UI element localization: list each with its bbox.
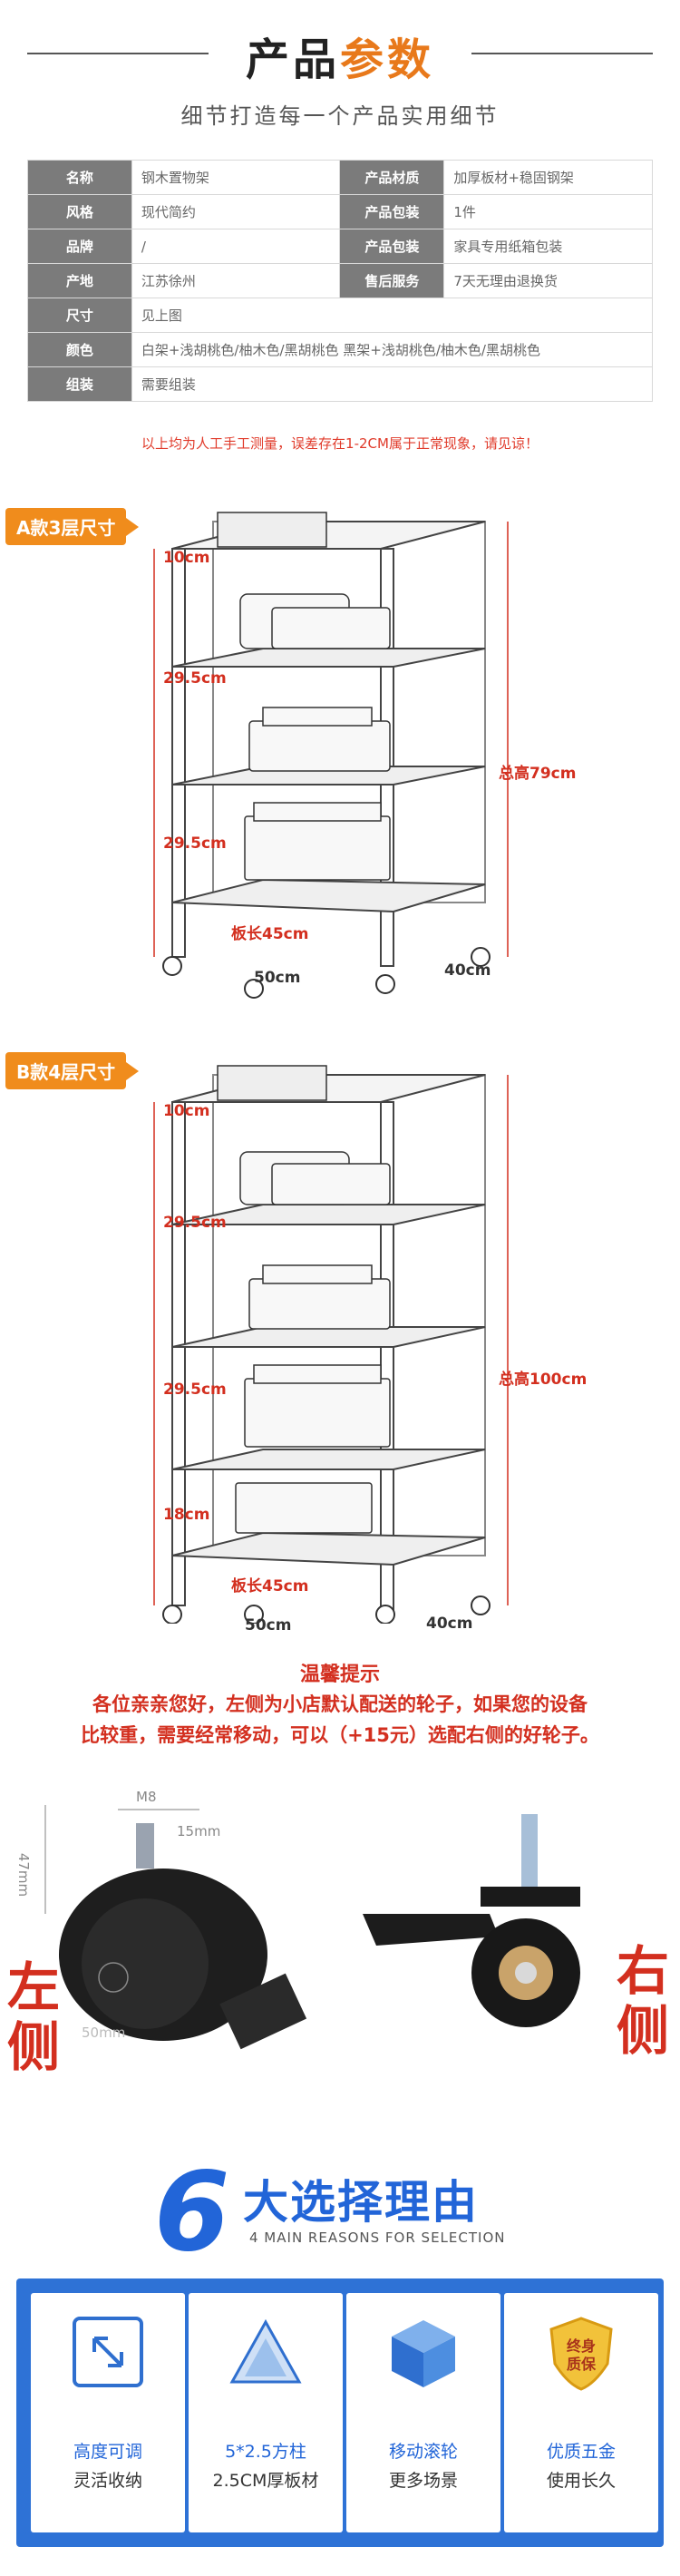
reason-line-1: 5*2.5方柱 bbox=[225, 2442, 306, 2462]
model-a-board-length: 板长45cm bbox=[231, 925, 309, 943]
spec-key: 名称 bbox=[27, 160, 132, 195]
reasons-panel: 高度可调 灵活收纳 5*2.5方柱 2.5CM厚板材 移动滚轮 更多场景 终身 bbox=[16, 2278, 664, 2547]
model-b-mid-gap-2: 29.5cm bbox=[163, 1381, 227, 1399]
reason-card: 终身 质保 优质五金 使用长久 bbox=[504, 2293, 658, 2532]
wheel-stem-length: 15mm bbox=[177, 1823, 221, 1839]
model-a-top-gap: 10cm bbox=[163, 549, 210, 567]
spec-value: 加厚板材+稳固钢架 bbox=[443, 160, 653, 195]
title-part-a: 产品 bbox=[245, 34, 340, 85]
title-part-b: 参数 bbox=[340, 34, 435, 85]
spec-key: 风格 bbox=[27, 194, 132, 229]
spec-value: 钢木置物架 bbox=[131, 160, 341, 195]
model-b-bottom-gap: 18cm bbox=[163, 1506, 210, 1524]
spec-key: 组装 bbox=[27, 366, 132, 402]
reason-line-1: 移动滚轮 bbox=[388, 2442, 458, 2462]
badge-text-1: 终身 bbox=[567, 2337, 596, 2355]
reasons-title: 大选择理由 bbox=[243, 2176, 479, 2229]
spec-key: 产品包装 bbox=[339, 194, 445, 229]
reason-line-2: 灵活收纳 bbox=[73, 2471, 142, 2491]
header-divider-left bbox=[27, 53, 209, 54]
tips-body: 各位亲亲您好，左侧为小店默认配送的轮子，如果您的设备 比较重，需要经常移动，可以… bbox=[18, 1689, 662, 1751]
wheel-height: 47mm bbox=[15, 1852, 33, 1898]
measurement-note: 以上均为人工手工测量，误差存在1-2CM属于正常现象，请见谅！ bbox=[141, 435, 539, 452]
model-a-shelf-diagram bbox=[153, 512, 509, 999]
model-b-tag: B款4层尺寸 bbox=[5, 1052, 140, 1089]
spec-key: 产品材质 bbox=[339, 160, 445, 195]
left-side-label: 左侧 bbox=[7, 1956, 61, 2078]
spec-value: 江苏徐州 bbox=[131, 263, 341, 298]
reason-line-2: 使用长久 bbox=[546, 2471, 616, 2491]
model-a-tag: A款3层尺寸 bbox=[5, 508, 140, 545]
badge-text-2: 质保 bbox=[567, 2356, 597, 2373]
spec-key: 颜色 bbox=[27, 332, 132, 367]
spec-value: 白架+浅胡桃色/柚木色/黑胡桃色 黑架+浅胡桃色/柚木色/黑胡桃色 bbox=[131, 332, 654, 367]
tips-line-1: 各位亲亲您好，左侧为小店默认配送的轮子，如果您的设备 bbox=[92, 1693, 588, 1715]
model-a-mid-gap-1: 29.5cm bbox=[163, 669, 227, 688]
model-b-total-height: 总高100cm bbox=[499, 1371, 588, 1389]
pyramid-icon bbox=[229, 2318, 302, 2384]
spec-key: 尺寸 bbox=[27, 298, 132, 333]
reason-line-1: 优质五金 bbox=[546, 2442, 616, 2462]
wheel-bolt-size: M8 bbox=[136, 1789, 157, 1805]
model-b-board-length: 板长45cm bbox=[231, 1577, 309, 1595]
spec-value: 需要组装 bbox=[131, 366, 654, 402]
shield-icon: 终身 质保 bbox=[549, 2317, 613, 2391]
reason-card: 高度可调 灵活收纳 bbox=[31, 2293, 185, 2532]
cube-icon bbox=[392, 2320, 455, 2387]
table-row: 组装 需要组装 bbox=[27, 366, 654, 402]
page-subtitle: 细节打造每一个产品实用细节 bbox=[180, 103, 500, 129]
reasons-number: 6 bbox=[154, 2150, 230, 2276]
page-title: 产品参数 bbox=[0, 24, 680, 87]
model-a-total-height: 总高79cm bbox=[499, 765, 577, 783]
model-a-mid-gap-2: 29.5cm bbox=[163, 834, 227, 853]
spec-table: 名称 钢木置物架 产品材质 加厚板材+稳固钢架 风格 现代简约 产品包装 1件 … bbox=[27, 160, 654, 402]
wheel-diameter: 50mm bbox=[82, 2025, 126, 2041]
model-a-width: 50cm bbox=[254, 969, 301, 987]
spec-value: 现代简约 bbox=[131, 194, 341, 229]
tips-line-2: 比较重，需要经常移动，可以（+15元）选配右侧的好轮子。 bbox=[81, 1724, 599, 1746]
spec-value: 见上图 bbox=[131, 298, 654, 333]
model-b-depth: 40cm bbox=[426, 1615, 473, 1633]
model-b-mid-gap-1: 29.5cm bbox=[163, 1214, 227, 1232]
adjust-icon bbox=[73, 2317, 143, 2387]
model-b-shelf-diagram bbox=[153, 1065, 509, 1624]
model-b-top-gap: 10cm bbox=[163, 1102, 210, 1120]
table-row: 尺寸 见上图 bbox=[27, 298, 654, 333]
table-row: 产地 江苏徐州 售后服务 7天无理由退换货 bbox=[27, 263, 653, 298]
left-wheel-image bbox=[44, 1805, 307, 2050]
spec-key: 产地 bbox=[27, 263, 132, 298]
spec-key: 品牌 bbox=[27, 229, 132, 264]
spec-value: 家具专用纸箱包装 bbox=[443, 229, 653, 264]
reasons-subtitle: 4 MAIN REASONS FOR SELECTION bbox=[249, 2230, 506, 2246]
table-row: 名称 钢木置物架 产品材质 加厚板材+稳固钢架 bbox=[27, 160, 653, 195]
header-divider-right bbox=[471, 53, 653, 54]
table-row: 颜色 白架+浅胡桃色/柚木色/黑胡桃色 黑架+浅胡桃色/柚木色/黑胡桃色 bbox=[27, 332, 654, 367]
tips-title: 温馨提示 bbox=[299, 1664, 380, 1686]
reason-line-1: 高度可调 bbox=[73, 2442, 142, 2462]
table-row: 品牌 / 产品包装 家具专用纸箱包装 bbox=[27, 229, 653, 264]
right-side-label: 右侧 bbox=[617, 1940, 670, 2062]
spec-value: / bbox=[131, 229, 341, 264]
reason-line-2: 2.5CM厚板材 bbox=[212, 2471, 319, 2491]
spec-value: 7天无理由退换货 bbox=[443, 263, 653, 298]
model-a-depth: 40cm bbox=[444, 961, 491, 980]
model-b-width: 50cm bbox=[245, 1616, 292, 1634]
spec-key: 售后服务 bbox=[339, 263, 445, 298]
reason-line-2: 更多场景 bbox=[388, 2471, 458, 2491]
table-row: 风格 现代简约 产品包装 1件 bbox=[27, 194, 653, 229]
reason-card: 移动滚轮 更多场景 bbox=[346, 2293, 500, 2532]
spec-key: 产品包装 bbox=[339, 229, 445, 264]
spec-value: 1件 bbox=[443, 194, 653, 229]
right-wheel-image bbox=[363, 1814, 580, 2027]
reasons-header: 6 大选择理由 4 MAIN REASONS FOR SELECTION bbox=[0, 2150, 680, 2276]
params-header: 产品参数 细节打造每一个产品实用细节 bbox=[0, 0, 680, 136]
reason-card: 5*2.5方柱 2.5CM厚板材 bbox=[189, 2293, 343, 2532]
